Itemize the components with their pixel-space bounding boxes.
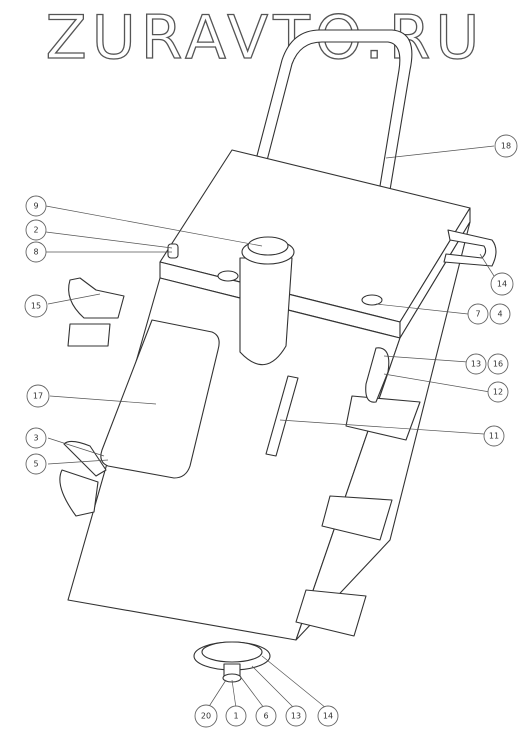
callout-5: 5: [25, 453, 47, 475]
callout-7: 7: [467, 303, 489, 325]
callout-6: 6: [255, 705, 277, 727]
callout-13-side: 13: [465, 353, 487, 375]
callout-11: 11: [483, 425, 505, 447]
inspection-cover: [100, 319, 220, 479]
svg-text:8: 8: [33, 248, 38, 257]
side-cover: [365, 347, 390, 403]
callout-14-bottom: 14: [317, 705, 339, 727]
level-gauge: [265, 375, 299, 457]
callout-16: 16: [487, 353, 509, 375]
callout-14-top: 14: [490, 272, 514, 296]
callout-15: 15: [24, 294, 48, 318]
svg-text:7: 7: [475, 310, 480, 319]
callout-20: 20: [194, 704, 218, 728]
callout-2: 2: [25, 219, 47, 241]
side-handle: [443, 229, 497, 267]
callout-12: 12: [487, 381, 509, 403]
svg-text:18: 18: [501, 142, 511, 151]
svg-text:3: 3: [33, 434, 38, 443]
svg-text:13: 13: [471, 360, 481, 369]
svg-text:16: 16: [493, 360, 503, 369]
svg-text:4: 4: [497, 310, 502, 319]
callout-4: 4: [489, 303, 511, 325]
svg-text:6: 6: [263, 712, 268, 721]
callout-1: 1: [225, 705, 247, 727]
callout-9: 9: [25, 195, 47, 217]
drain-assembly: [193, 641, 271, 683]
filler-neck: [167, 236, 383, 366]
svg-text:2: 2: [33, 226, 38, 235]
callout-13-bottom: 13: [285, 705, 307, 727]
svg-text:9: 9: [33, 202, 38, 211]
callout-17: 17: [26, 384, 50, 408]
svg-text:14: 14: [323, 712, 333, 721]
callout-18: 18: [494, 134, 518, 158]
svg-text:11: 11: [489, 432, 499, 441]
svg-text:20: 20: [201, 712, 211, 721]
callout-3: 3: [25, 427, 47, 449]
callout-8: 8: [25, 241, 47, 263]
svg-text:1: 1: [233, 712, 238, 721]
svg-text:15: 15: [31, 302, 41, 311]
svg-text:5: 5: [33, 460, 38, 469]
svg-text:12: 12: [493, 388, 503, 397]
svg-text:14: 14: [497, 280, 507, 289]
mounting-brackets: [295, 395, 421, 637]
svg-text:17: 17: [33, 392, 43, 401]
side-pipes: [59, 277, 125, 517]
leader-lines: [45, 145, 495, 709]
svg-text:13: 13: [291, 712, 301, 721]
